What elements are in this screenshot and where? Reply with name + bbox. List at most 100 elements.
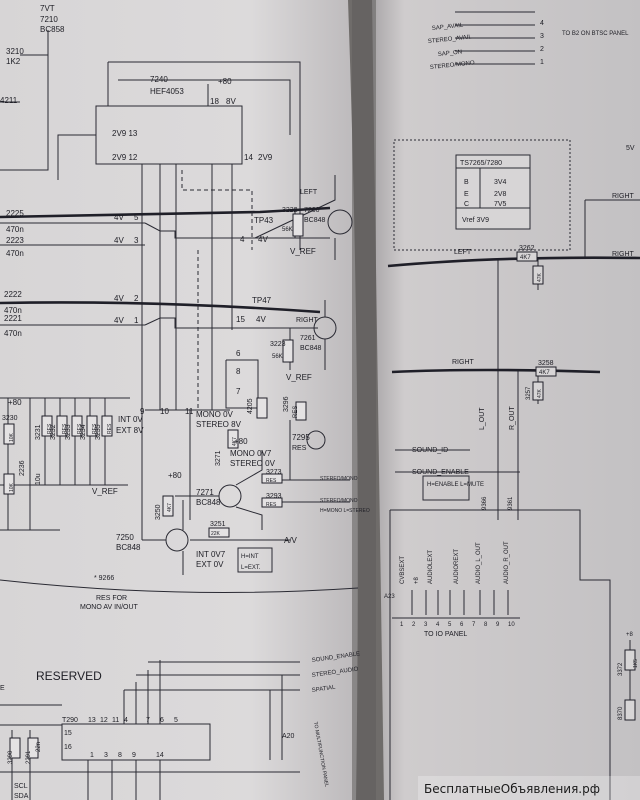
t7250-av: A/V	[284, 536, 298, 545]
ic7240-pin13: 2V9 13	[112, 129, 138, 138]
io-pin-9: 9	[496, 622, 500, 628]
t7250-ext0v: EXT 0V	[196, 560, 224, 569]
sig-r-out: R_OUT	[509, 406, 516, 430]
right-out-pin15: 15	[236, 315, 245, 324]
ic7240-pin14: 14	[244, 153, 253, 162]
lbl-3210: 3210	[6, 47, 24, 56]
t7250-note-l: L=EXT.	[241, 565, 261, 571]
ic7240-pin18: 18	[210, 97, 219, 106]
ic7240-pin12: 2V9 12	[112, 153, 138, 162]
io-name-5: AUDIO_R_OUT	[504, 541, 510, 584]
t7250-supply: +80	[168, 471, 182, 480]
resbank-val-2: RES	[77, 423, 83, 434]
io-pin-7: 7	[472, 622, 476, 628]
lbl-3273-val: RES	[266, 478, 277, 484]
resbank-supply: +80	[8, 398, 22, 407]
io-dest: TO IO PANEL	[424, 631, 467, 638]
conn-pin-4: 4	[540, 20, 544, 27]
t7271-type: BC848	[196, 498, 221, 507]
conn-pin-1: 1	[540, 59, 544, 66]
lbl-3230: 3230	[2, 415, 18, 422]
mono-pin10: 10	[160, 407, 169, 416]
reserved-title: RESERVED	[36, 669, 102, 683]
mono-ext8v: EXT 8V	[116, 426, 144, 435]
left-dashed	[181, 170, 253, 410]
io-name-4: AUDIO_L_OUT	[476, 542, 482, 584]
lbl-3258: 3258	[538, 360, 554, 367]
reserved-ic: T290	[62, 717, 78, 724]
edge-right-2: RIGHT	[612, 251, 635, 258]
lbl-4v-d: 4V	[114, 316, 124, 325]
lbl-7261: 7261	[300, 335, 316, 342]
lbl-2222: 2222	[4, 290, 22, 299]
conn-pin-3: 3	[540, 33, 544, 40]
res-note-line1: RES FOR	[96, 595, 127, 602]
io-pin-8: 8	[484, 622, 488, 628]
mono-mono0v: MONO 0V	[196, 410, 234, 419]
t7250-type: BC848	[116, 543, 141, 552]
conn-dest: TO B2 ON BTSC PANEL	[562, 31, 629, 37]
lbl-7210: 7210	[40, 15, 58, 24]
mono-pin9: 9	[140, 407, 145, 416]
reserved-bpin-8: 8	[118, 752, 122, 759]
resbank-3235: 3235	[95, 424, 102, 440]
right-page	[372, 0, 640, 800]
resbank-val-3: RES	[92, 423, 98, 434]
reserved-pin-13: 13	[88, 717, 96, 724]
lbl-2236: 2236	[19, 460, 26, 476]
io-name-3: AUDIOREXT	[454, 549, 460, 584]
reserved-pin-5: 5	[174, 717, 178, 724]
lbl-3222: 3222	[282, 207, 298, 214]
right-wiring	[389, 11, 640, 800]
lbl-pin2: 2	[134, 294, 139, 303]
lbl-7vt: 7VT	[40, 4, 55, 13]
io-ref: A23	[384, 594, 395, 600]
lbl-3296: 3296	[283, 396, 290, 412]
lbl-2221-val: 470n	[4, 329, 22, 338]
edge-right-1: RIGHT	[612, 193, 635, 200]
reserved-2291: 2291	[26, 750, 32, 764]
sig-sound-enable: SOUND_ENABLE	[412, 469, 469, 476]
resbank-val-4: RES	[107, 423, 113, 434]
right-resistors	[516, 251, 636, 721]
far-right-supply: +8	[626, 632, 634, 638]
t7250-note-h: H=INT	[241, 554, 259, 560]
t7250-ref: 7250	[116, 533, 134, 542]
mono-pin7: 7	[236, 387, 241, 396]
watermark-backdrop	[418, 776, 640, 800]
spine-shadow	[352, 0, 376, 800]
lbl-bc848-b: BC848	[300, 345, 322, 352]
lbl-3258-val: 4K7	[539, 370, 550, 376]
lbl-3271: 3271	[215, 450, 222, 466]
left-out-pin4: 4	[240, 235, 245, 244]
resbank-3231: 3231	[35, 424, 42, 440]
lbl-bc848-a: BC848	[304, 217, 326, 224]
reserved-pin-11: 11	[112, 717, 119, 724]
reserved-pin-12: 12	[100, 717, 108, 724]
resbank-val-0: RES	[47, 423, 53, 434]
resbank-3234: 3234	[80, 424, 87, 440]
io-pin-4: 4	[436, 622, 440, 628]
lbl-2223-val: 470n	[6, 249, 24, 258]
lbl-2236-val: 10K	[9, 482, 15, 492]
reserved-pin-4: 4	[124, 717, 128, 724]
table-r1-c1: 2V8	[494, 191, 507, 198]
reserved-bpin-9: 9	[132, 752, 136, 759]
resbank-3233: 3233	[65, 424, 72, 440]
lbl-tp47: TP47	[252, 296, 272, 305]
lbl-3251-val: 22K	[211, 531, 221, 537]
reserved-pin-7: 7	[146, 717, 150, 724]
io-pin-3: 3	[424, 622, 428, 628]
t7271-stereo0v: STEREO 0V	[230, 459, 276, 468]
lbl-pin1: 1	[134, 316, 139, 325]
resbank-vref: V_REF	[92, 487, 118, 496]
lbl-4211: 4211	[0, 96, 18, 105]
lbl-3262: 3262	[519, 245, 535, 252]
reserved-22n: 22n	[36, 742, 42, 752]
t7271-supply: +80	[234, 437, 248, 446]
lbl-56k-b: 56K	[272, 354, 283, 360]
lbl-3271-val: 4K7	[232, 437, 238, 446]
reserved-e: E	[0, 685, 5, 692]
